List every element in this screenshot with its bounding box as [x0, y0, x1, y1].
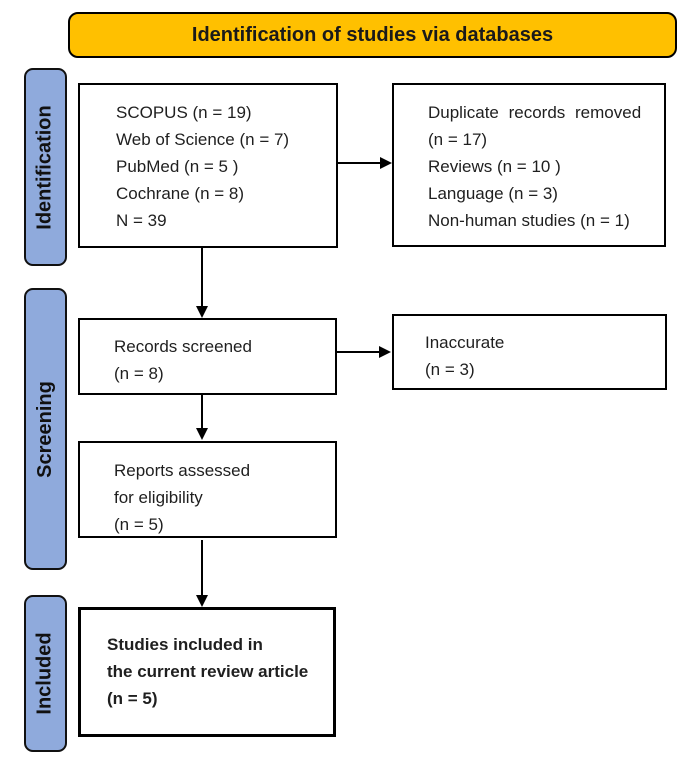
- box-duplicates-removed: Duplicate records removed (n = 17) Revie…: [392, 83, 666, 247]
- stage-tab-identification: Identification: [24, 68, 67, 266]
- box-reports-assessed: Reports assessed for eligibility (n = 5): [78, 441, 337, 538]
- box-studies-included-line: (n = 5): [107, 689, 158, 708]
- box-inaccurate-line: (n = 3): [425, 360, 475, 379]
- stage-tab-screening: Screening: [24, 288, 67, 570]
- stage-tab-screening-label: Screening: [34, 380, 57, 478]
- header-banner: Identification of studies via databases: [68, 12, 677, 58]
- box-duplicates-removed-line: Duplicate records removed: [428, 103, 642, 122]
- arrow-right-icon: [380, 157, 392, 169]
- arrow-down-icon: [196, 428, 208, 440]
- box-inaccurate: Inaccurate (n = 3): [392, 314, 667, 390]
- box-databases-line: SCOPUS (n = 19): [116, 103, 252, 122]
- box-duplicates-removed-line: Reviews (n = 10 ): [428, 157, 561, 176]
- arrow-assessed-to-included-line: [200, 540, 204, 596]
- box-duplicates-removed-line: Language (n = 3): [428, 184, 558, 203]
- box-studies-included: Studies included in the current review a…: [78, 607, 336, 737]
- arrow-down-icon: [196, 306, 208, 318]
- stage-tab-identification-label: Identification: [34, 104, 57, 230]
- box-databases-line: Cochrane (n = 8): [116, 184, 245, 203]
- box-inaccurate-line: Inaccurate: [425, 333, 505, 352]
- arrow-screened-to-inaccurate-line: [337, 350, 381, 353]
- box-records-screened-line: (n = 8): [114, 364, 164, 383]
- box-duplicates-removed-line: Non-human studies (n = 1): [428, 211, 630, 230]
- stage-tab-included: Included: [24, 595, 67, 752]
- header-banner-label: Identification of studies via databases: [191, 23, 554, 46]
- box-duplicates-removed-line: (n = 17): [428, 130, 488, 149]
- box-reports-assessed-line: (n = 5): [114, 515, 164, 534]
- arrow-databases-to-removed-line: [338, 161, 382, 164]
- box-reports-assessed-line: Reports assessed: [114, 461, 251, 480]
- box-databases: SCOPUS (n = 19) Web of Science (n = 7) P…: [78, 83, 338, 248]
- box-records-screened: Records screened (n = 8): [78, 318, 337, 395]
- box-reports-assessed-line: for eligibility: [114, 488, 203, 507]
- box-records-screened-line: Records screened: [114, 337, 252, 356]
- box-databases-line: PubMed (n = 5 ): [116, 157, 239, 176]
- stage-tab-included-label: Included: [34, 632, 57, 715]
- arrow-databases-to-screened-line: [200, 248, 204, 307]
- box-databases-line: Web of Science (n = 7): [116, 130, 290, 149]
- box-studies-included-line: Studies included in: [107, 635, 263, 654]
- box-databases-line: N = 39: [116, 211, 167, 230]
- arrow-right-icon: [379, 346, 391, 358]
- arrow-down-icon: [196, 595, 208, 607]
- box-studies-included-line: the current review article: [107, 662, 309, 681]
- arrow-screened-to-assessed-line: [200, 395, 204, 429]
